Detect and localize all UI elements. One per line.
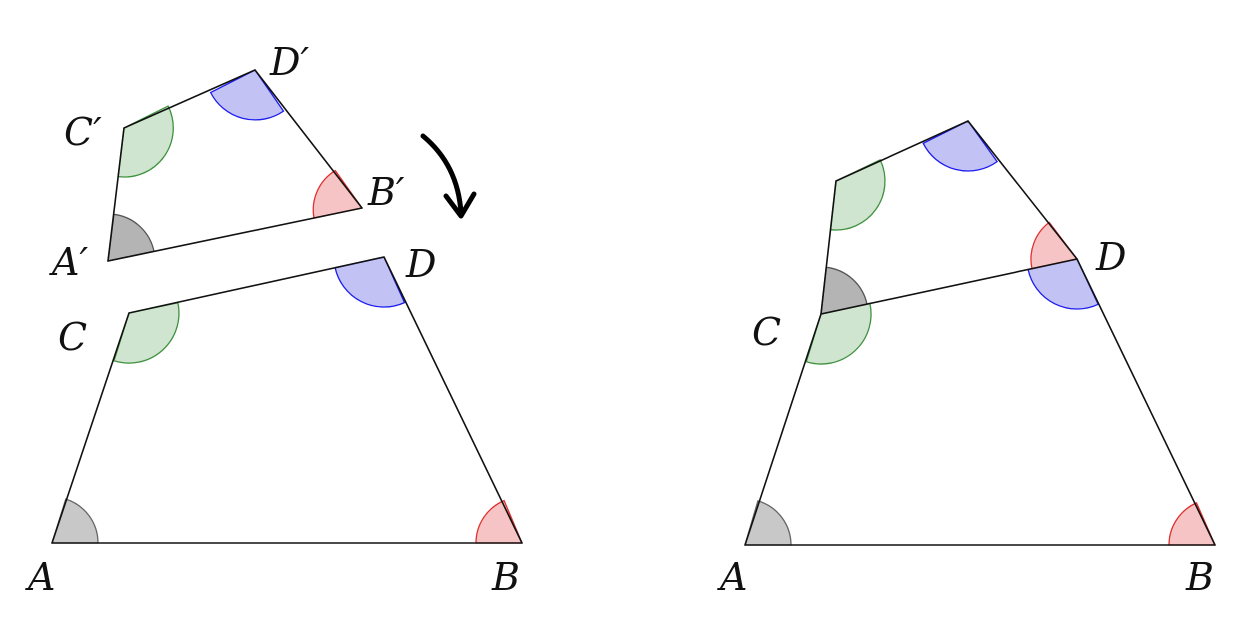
label-d-prime: D′ xyxy=(269,40,309,84)
label-b-right: B xyxy=(1185,555,1214,599)
angle-b-left xyxy=(475,499,523,544)
original-quadrilateral xyxy=(51,256,523,544)
angle-a-prime xyxy=(107,213,155,262)
angle-d-prime xyxy=(209,69,285,121)
angle-b-right xyxy=(1168,502,1216,546)
vertex-labels: A′ B′ C′ D′ A B C D A B C D xyxy=(25,40,1214,599)
label-d-right: D xyxy=(1095,235,1126,279)
angle-d-right-upper xyxy=(1030,221,1079,270)
angle-top-right xyxy=(922,120,999,172)
shared-edge-cd xyxy=(820,258,1078,315)
label-b-left: B xyxy=(491,555,520,599)
angle-d-right-lower xyxy=(1027,258,1100,310)
label-d-left: D xyxy=(405,242,436,286)
label-a-prime: A′ xyxy=(49,240,88,284)
label-c-right: C xyxy=(752,310,781,354)
angle-c-prime xyxy=(117,105,174,178)
label-c-left: C xyxy=(58,315,87,359)
combined-figure xyxy=(744,120,1216,546)
rotated-quadrilateral xyxy=(107,69,364,262)
curved-arrow-icon xyxy=(420,133,477,219)
angle-c-right-lower xyxy=(805,302,872,365)
angle-d-left xyxy=(334,256,406,308)
label-a-right: A xyxy=(717,555,747,599)
original-quadrilateral-outline xyxy=(51,256,523,544)
label-c-prime: C′ xyxy=(64,110,102,154)
angle-c-left xyxy=(113,302,180,364)
label-a-left: A xyxy=(25,555,55,599)
angle-c-right-upper xyxy=(820,266,868,315)
label-b-prime: B′ xyxy=(367,170,405,214)
combined-outline xyxy=(744,120,1216,546)
rotated-quadrilateral-outline xyxy=(107,69,363,262)
